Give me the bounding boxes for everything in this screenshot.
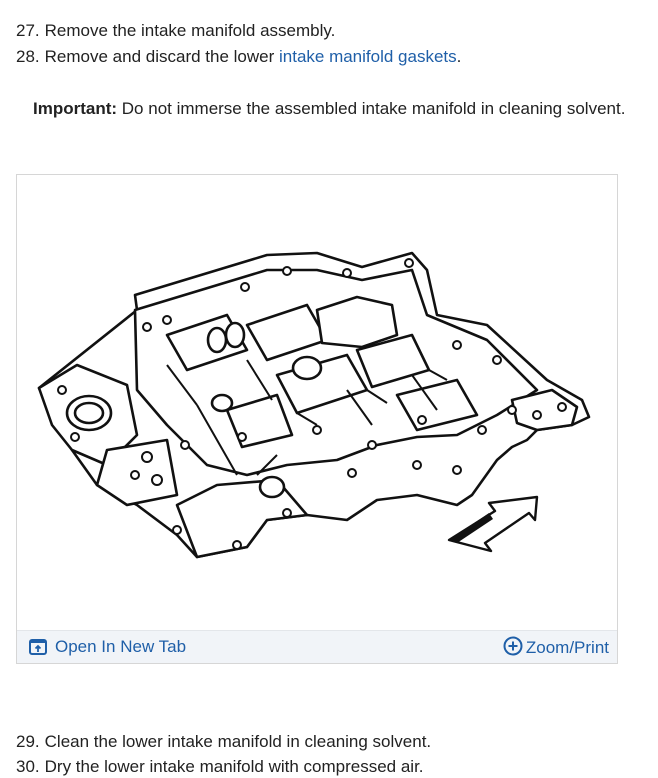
- step-number: 28.: [16, 47, 40, 66]
- open-in-new-tab-label: Open In New Tab: [55, 637, 187, 656]
- important-text: Do not immerse the assembled intake mani…: [121, 99, 626, 118]
- open-in-new-tab-icon: [29, 639, 47, 655]
- step-text: Clean the lower intake manifold in clean…: [44, 732, 432, 751]
- important-label: Important:: [33, 99, 118, 118]
- zoom-print-button[interactable]: Zoom/Print: [503, 636, 609, 659]
- step-29: 29.Clean the lower intake manifold in cl…: [16, 731, 431, 753]
- step-28: 28.Remove and discard the lower intake m…: [16, 46, 461, 68]
- step-text: Dry the lower intake manifold with compr…: [44, 757, 424, 776]
- step-text: Remove and discard the lower: [44, 47, 279, 66]
- step-number: 30.: [16, 757, 40, 776]
- intake-manifold-gaskets-link[interactable]: intake manifold gaskets: [278, 47, 457, 66]
- intake-manifold-illustration[interactable]: [17, 175, 617, 631]
- step-27: 27.Remove the intake manifold assembly.: [16, 20, 335, 42]
- step-30: 30.Dry the lower intake manifold with co…: [16, 756, 424, 778]
- step-number: 27.: [16, 21, 40, 40]
- step-text-end: .: [456, 47, 462, 66]
- figure-toolbar: Open In New Tab Zoom/Print: [17, 630, 617, 663]
- zoom-print-label: Zoom/Print: [525, 638, 609, 657]
- plus-circle-icon: [503, 636, 523, 656]
- important-note: Important: Do not immerse the assembled …: [33, 98, 625, 120]
- step-number: 29.: [16, 732, 40, 751]
- step-text: Remove the intake manifold assembly.: [44, 21, 336, 40]
- figure-panel: Open In New Tab Zoom/Print: [16, 174, 618, 664]
- open-in-new-tab-button[interactable]: Open In New Tab: [29, 636, 186, 658]
